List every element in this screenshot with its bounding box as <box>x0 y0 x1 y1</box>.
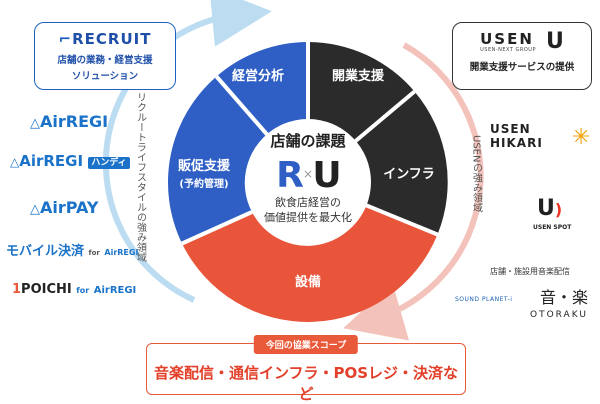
recruit-logo-icon: ⌐ <box>58 30 73 48</box>
segment-opening-support <box>308 42 415 142</box>
recruit-line-1: 店舗の業務・経営支援 <box>57 55 153 66</box>
usen-hikari-logo: USEN HIKARI <box>490 122 543 150</box>
collaboration-scope-box: 今回の協業スコープ 音楽配信・通信インフラ・POSレジ・決済など <box>146 335 466 403</box>
usen-strength-arc <box>343 42 484 341</box>
segment-infrastructure <box>355 91 448 235</box>
mobile-payment-logo: モバイル決済 for AirREGI <box>6 244 139 259</box>
center-logo-u: U <box>312 155 341 196</box>
air-icon: △ <box>30 116 40 131</box>
segment-management-analysis <box>216 42 308 135</box>
hikari-mark-icon: ✳ <box>572 125 591 150</box>
center-title: 店舗の課題 <box>270 132 346 150</box>
otoraku-roman-label: OTORAKU <box>530 310 588 320</box>
mobile-airregi: AirREGI <box>104 248 139 257</box>
center-circle <box>245 119 371 245</box>
sound-planet-logo: SOUND PLANET-i <box>455 296 513 303</box>
center-subtitle-2: 価値提供を最大化 <box>264 210 352 224</box>
center-subtitle-1: 飲食店経営の <box>275 195 341 209</box>
usen-logo: USEN <box>480 29 534 48</box>
air-icon: △ <box>10 155 20 169</box>
poichi-icon: 1 <box>12 282 22 297</box>
usen-u-logo: U <box>546 29 564 54</box>
airpay-logo: △AirPAY <box>30 198 99 217</box>
segment-label-infrastructure: インフラ <box>383 167 435 182</box>
recruit-solution-box: ⌐RECRUIT 店舗の業務・経営支援 ソリューション <box>34 22 176 90</box>
scope-label: 今回の協業スコープ <box>253 335 359 354</box>
center-logo-r: R <box>276 155 304 196</box>
poichi-for: for <box>76 286 90 295</box>
usen-group-label: USEN-NEXT GROUP <box>480 46 536 53</box>
segment-dividers <box>181 42 439 246</box>
recruit-logo: ⌐RECRUIT <box>58 30 152 48</box>
segment-promotion-support <box>167 76 268 244</box>
air-icon: △ <box>30 202 40 217</box>
scope-text: 音楽配信・通信インフラ・POSレジ・決済など <box>153 364 459 403</box>
recruit-strength-label: リクルートライフスタイルの強み領域 <box>135 92 147 262</box>
usen-spot-icon: U) <box>537 196 563 221</box>
otoraku-logo: 音・楽 <box>540 288 589 307</box>
poichi-airregi: AirREGI <box>93 285 137 296</box>
airregi-handy-logo: △AirREGI ハンディ <box>10 152 130 170</box>
recruit-strength-arc <box>102 0 272 303</box>
center-logo-x: × <box>303 167 313 181</box>
poichi-logo: 1POICHI for AirREGI <box>12 282 137 297</box>
segment-label-promotion-sub: (予約管理) <box>179 177 228 190</box>
segment-label-management-analysis: 経営分析 <box>232 68 284 84</box>
mobile-for: for <box>88 249 100 257</box>
segment-equipment <box>182 205 438 322</box>
recruit-line-2: ソリューション <box>71 71 139 82</box>
usen-service-box: USEN USEN-NEXT GROUP U 開業支援サービスの提供 <box>452 22 592 90</box>
handy-badge: ハンディ <box>88 157 130 169</box>
segment-label-promotion-support: 販促支援 <box>178 158 231 174</box>
airregi-logo: △AirREGI <box>30 112 109 131</box>
segment-label-opening-support: 開業支援 <box>332 68 385 84</box>
music-service-label: 店舗・施設用音楽配信 <box>490 267 570 276</box>
usen-tagline: 開業支援サービスの提供 <box>469 62 575 73</box>
usen-strength-label: USENの強み領域 <box>471 135 483 212</box>
segment-label-equipment: 設備 <box>295 274 321 290</box>
usen-spot-label: USEN SPOT <box>533 224 572 231</box>
